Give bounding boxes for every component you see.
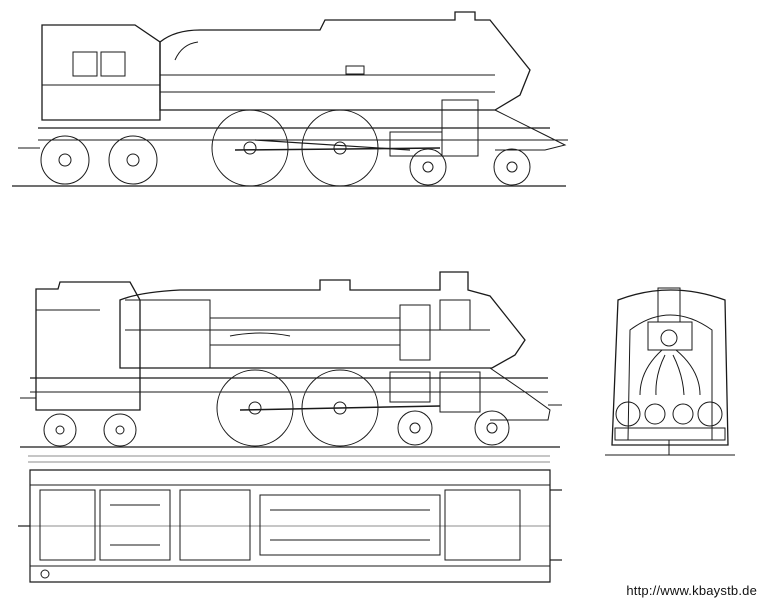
side-elevation-exterior	[12, 12, 568, 186]
front-end-view	[605, 288, 735, 455]
plan-view	[18, 470, 562, 582]
source-credit-url: http://www.kbaystb.de	[626, 583, 757, 598]
side-elevation-section	[20, 272, 562, 462]
